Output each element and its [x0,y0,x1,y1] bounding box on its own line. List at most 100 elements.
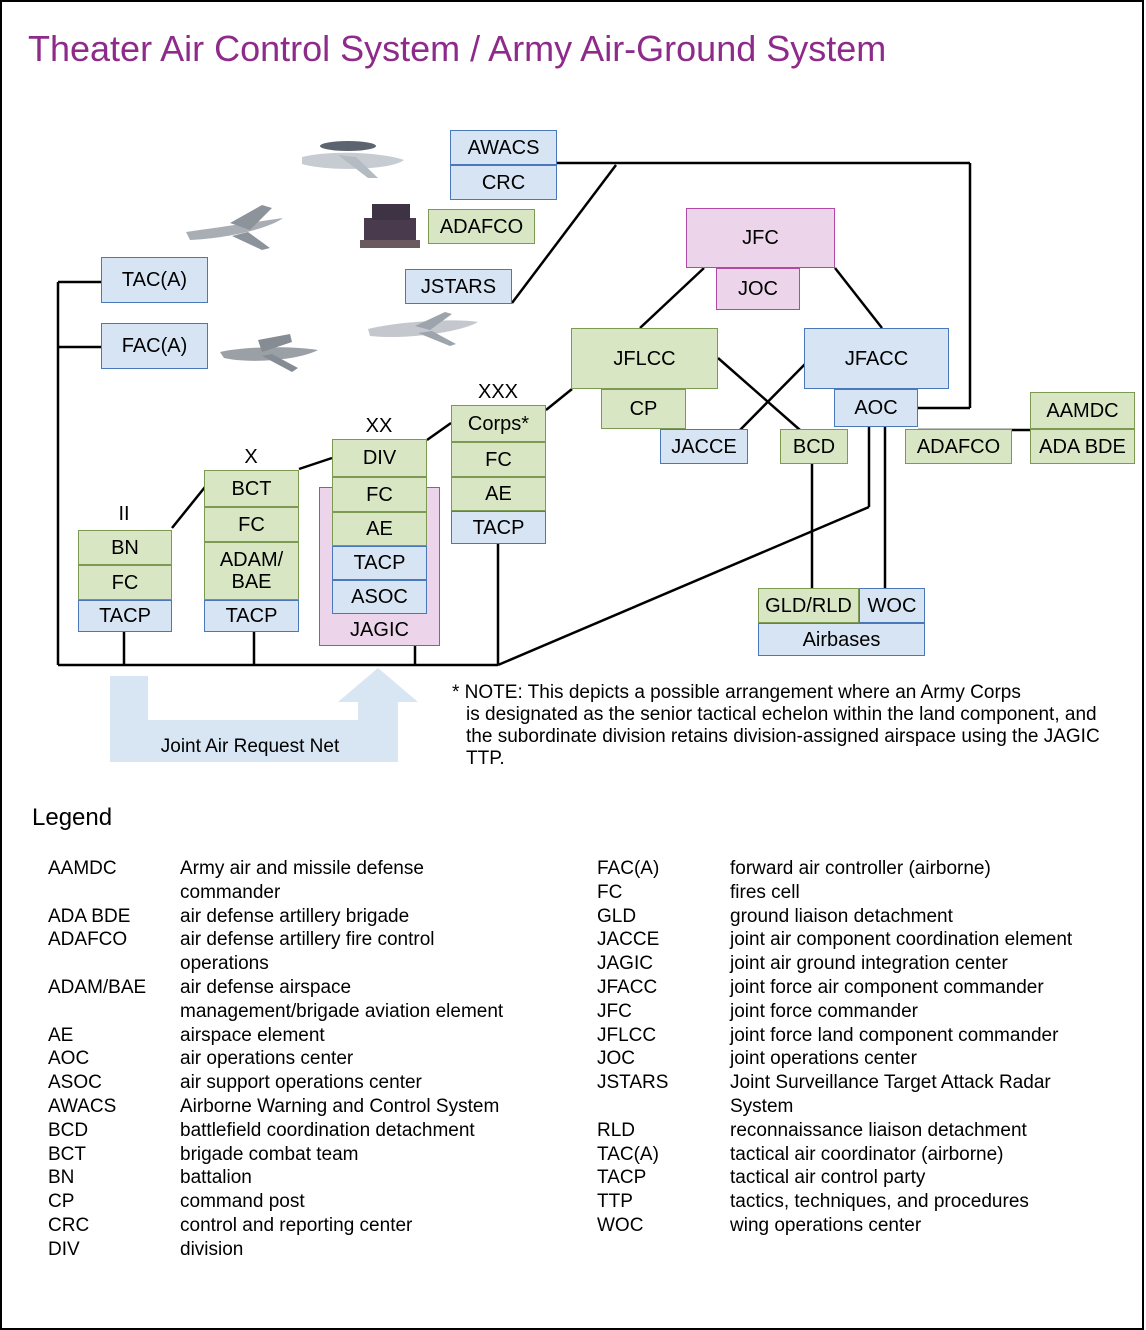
legend-abbr: AE [48,1024,74,1046]
legend-title: Legend [32,804,113,831]
legend-abbr: CP [48,1191,75,1213]
legend-def: tactical air coordinator (airborne) [730,1143,1004,1165]
aamdc-box: AAMDC [1030,392,1135,429]
bct-echelon-symbol: X [244,446,258,468]
bct-div-line [298,456,333,471]
jfc-box: JFC [686,208,835,268]
net-aoc-line [497,505,870,667]
taca-box: TAC(A) [101,257,208,303]
jfc-jfacc-line [834,267,883,329]
legend-def: air defense airspace management/brigade … [180,976,504,1022]
legend-def: joint force air component commander [730,976,1044,998]
bn-echelon-symbol: II [118,503,130,525]
request-net-arrow [110,668,418,762]
bcd-box: BCD [780,429,848,464]
legend-abbr: JACCE [597,929,660,951]
legend-row: JAGIC joint air ground integration center [597,952,1137,976]
bn-box: BN [78,530,172,565]
bn-bct-line [171,486,206,529]
legend-left-column: AAMDC Army air and missile defense comman… [48,857,558,1262]
bct-adam-bae-box: ADAM/ BAE [204,542,299,600]
div-corps-line [426,421,452,442]
legend-abbr: ASOC [48,1072,102,1094]
jfc-jflcc-line [639,267,705,329]
div-echelon-symbol: XX [365,415,393,437]
legend-def: Army air and missile defense commander [180,858,424,903]
corps-tacp-box: TACP [451,511,546,544]
airbases-box: Airbases [758,623,925,656]
legend-abbr: JAGIC [597,953,653,975]
faca-box: FAC(A) [101,323,208,369]
legend-abbr: FAC(A) [597,858,660,879]
legend-def: Joint Surveillance Target Attack Radar S… [730,1072,1051,1117]
connector-lines [56,161,1030,667]
bct-fc-box: FC [204,507,299,542]
legend-abbr: DIV [48,1238,80,1260]
legend-abbr: JOC [597,1048,635,1070]
aoc-box: AOC [834,389,918,427]
legend-def: air operations center [180,1048,354,1070]
jflcc-box: JFLCC [571,328,718,389]
jacce-box: JACCE [660,429,748,464]
joc-box: JOC [716,268,800,310]
legend-abbr: ADAM/BAE [48,976,147,998]
legend-abbr: TAC(A) [597,1143,659,1165]
jstars-aircraft-image [368,312,478,346]
legend-abbr: JSTARS [597,1072,669,1094]
legend-def: joint air ground integration center [730,953,1008,975]
corps-box: Corps* [451,405,546,442]
legend-row: ADAFCO air defense artillery fire control… [48,928,558,976]
cp-box: CP [601,389,686,429]
legend-def: brigade combat team [180,1143,359,1165]
legend-abbr: ADAFCO [48,929,128,951]
legend-abbr: AAMDC [48,858,117,879]
legend-abbr: TTP [597,1191,633,1213]
gld-rld-box: GLD/RLD [758,588,859,623]
page-title: Theater Air Control System / Army Air-Gr… [28,28,887,69]
awacs-box: AWACS [450,130,557,165]
footnote-text: is designated as the senior tactical ech… [466,704,1100,769]
legend-def: reconnaissance liaison detachment [730,1119,1027,1141]
jflcc-bcd-line [717,357,801,431]
legend-def: forward air controller (airborne) [730,858,991,879]
legend-row: TAC(A) tactical air coordinator (airborne… [597,1143,1137,1167]
jfacc-jacce-line [739,357,812,431]
legend-def: air support operations center [180,1072,422,1094]
legend-abbr: AWACS [48,1095,117,1117]
legend-def: battlefield coordination detachment [180,1119,475,1141]
legend-def: air defense artillery fire control opera… [180,929,435,975]
legend-def: battalion [180,1167,252,1189]
bct-box: BCT [204,470,299,507]
corps-ae-box: AE [451,477,546,511]
jstars-box: JSTARS [405,269,512,304]
corps-echelon-symbol: XXX [477,381,519,403]
div-tacp-box: TACP [332,546,427,580]
bn-tacp-box: TACP [78,600,172,632]
legend-abbr: ADA BDE [48,905,131,927]
woc-box: WOC [859,588,925,623]
div-box: DIV [332,439,427,477]
jfacc-box: JFACC [804,328,949,389]
legend-abbr: GLD [597,905,637,927]
div-asoc-box: ASOC [332,580,427,614]
legend-abbr: BN [48,1167,75,1189]
legend-row: BN battalion [48,1166,558,1190]
legend-abbr: CRC [48,1214,90,1236]
request-net-label: Joint Air Request Net [160,736,340,757]
legend-abbr: RLD [597,1119,636,1141]
legend-row: ADAM/BAE air defense airspace management/… [48,976,558,1024]
legend-abbr: WOC [597,1214,644,1236]
adafco-air-box: ADAFCO [428,209,535,244]
awacs-aircraft-image [302,141,404,178]
legend-abbr: TACP [597,1167,647,1189]
fighter-jet-image [186,205,283,250]
div-ae-box: AE [332,512,427,546]
